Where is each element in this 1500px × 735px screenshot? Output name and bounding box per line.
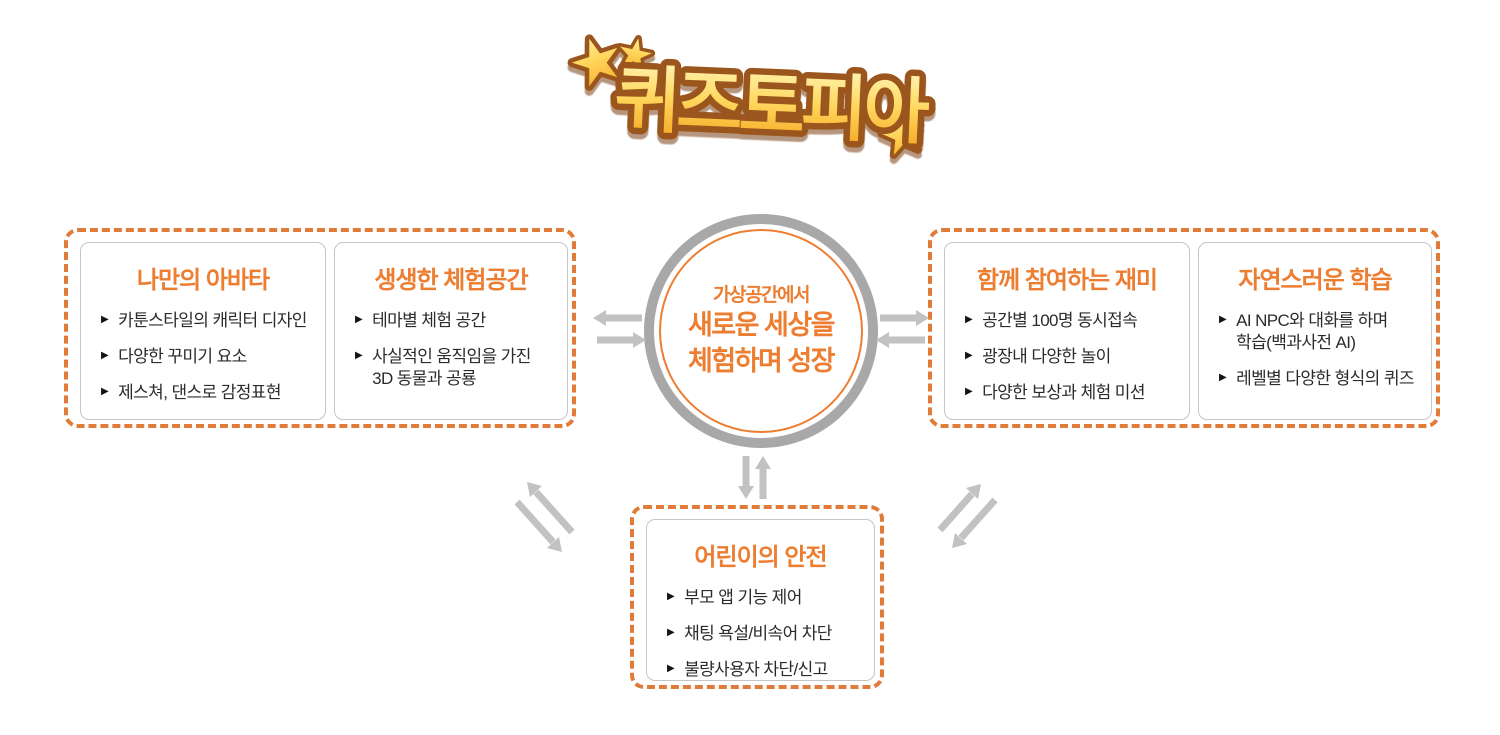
feature-text: 광장내 다양한 놀이 <box>982 346 1111 366</box>
feature-text: 부모 앱 기능 제어 <box>684 588 802 607</box>
feature-text: 제스쳐, 댄스로 감정표현 <box>118 382 281 402</box>
card-natural-learning: 자연스러운 학습 ▶ AI NPC와 대화를 하며 학습(백과사전 AI) ▶ 레벨별… <box>1198 242 1432 420</box>
feature-item: ▶ 공간별 100명 동시접속 <box>965 310 1181 332</box>
feature-text: 테마별 체험 공간 <box>372 311 486 330</box>
bullet-triangle-icon: ▶ <box>101 385 109 397</box>
card-title: 나만의 아바타 <box>136 267 270 294</box>
feature-text: 레벨별 다양한 형식의 퀴즈 <box>1236 368 1414 388</box>
quiztopia-logo: ★ ★ ★ 퀴즈토피아 <box>555 18 937 168</box>
core-line-2: 새로운 세상을 <box>687 309 836 340</box>
feature-list: ▶ 카툰스타일의 캐릭터 디자인 ▶ 다양한 꾸미기 요소 ▶ 제스쳐, 댄스로 감정표현 <box>81 295 325 403</box>
feature-item: ▶ 다양한 보상과 체험 미션 <box>965 382 1181 404</box>
bullet-triangle-icon: ▶ <box>1219 314 1227 325</box>
feature-item: ▶ 사실적인 움직임을 가진 3D 동물과 공룡 <box>355 346 559 390</box>
feature-text: 공간별 100명 동시접속 <box>982 311 1138 330</box>
feature-list: ▶ AI NPC와 대화를 하며 학습(백과사전 AI) ▶ 레벨별 다양한 형식의 … <box>1199 295 1431 389</box>
bullet-triangle-icon: ▶ <box>965 385 973 397</box>
feature-list: ▶ 공간별 100명 동시접속 ▶ 광장내 다양한 놀이 ▶ 다양한 보상과 체험 미션 <box>945 295 1189 403</box>
feature-item: ▶ 채팅 욕설/비속어 차단 <box>667 623 866 645</box>
feature-text: 사실적인 움직임을 가진 3D 동물과 공룡 <box>372 346 531 388</box>
star-icon: ★ <box>873 102 931 168</box>
feature-text: 다양한 보상과 체험 미션 <box>982 382 1145 402</box>
double-arrow-right-icon <box>876 310 929 348</box>
double-arrow-left-icon <box>593 310 646 348</box>
bullet-triangle-icon: ▶ <box>667 662 675 674</box>
feature-item: ▶ 다양한 꾸미기 요소 <box>101 346 317 368</box>
logo-title: 퀴즈토피아 <box>613 60 931 154</box>
double-arrow-diagonal-right-icon <box>937 484 998 548</box>
card-title: 함께 참여하는 재미 <box>977 267 1158 294</box>
core-line-3: 체험하며 성장 <box>687 345 836 376</box>
core-message-circle: 가상공간에서 새로운 세상을 체험하며 성장 <box>644 214 878 448</box>
card-title: 자연스러운 학습 <box>1238 267 1392 294</box>
feature-item: ▶ AI NPC와 대화를 하며 학습(백과사전 AI) <box>1219 310 1423 354</box>
feature-text: 카툰스타일의 캐릭터 디자인 <box>118 311 307 330</box>
feature-text: AI NPC와 대화를 하며 학습(백과사전 AI) <box>1236 311 1388 352</box>
bullet-triangle-icon: ▶ <box>101 314 109 325</box>
feature-text: 채팅 욕설/비속어 차단 <box>684 623 832 643</box>
bullet-triangle-icon: ▶ <box>355 314 363 325</box>
feature-list: ▶ 테마별 체험 공간 ▶ 사실적인 움직임을 가진 3D 동물과 공룡 <box>335 295 567 389</box>
feature-item: ▶ 제스쳐, 댄스로 감정표현 <box>101 382 317 404</box>
core-inner-ring: 가상공간에서 새로운 세상을 체험하며 성장 <box>659 229 863 433</box>
card-vivid-space: 생생한 체험공간 ▶ 테마별 체험 공간 ▶ 사실적인 움직임을 가진 3D 동물과 … <box>334 242 568 420</box>
feature-item: ▶ 불량사용자 차단/신고 <box>667 659 866 681</box>
bullet-triangle-icon: ▶ <box>667 626 675 638</box>
double-arrow-diagonal-left-icon <box>514 482 575 552</box>
bullet-triangle-icon: ▶ <box>965 349 973 361</box>
feature-text: 불량사용자 차단/신고 <box>684 659 828 679</box>
bullet-triangle-icon: ▶ <box>355 349 363 361</box>
feature-list: ▶ 부모 앱 기능 제어 ▶ 채팅 욕설/비속어 차단 ▶ 불량사용자 차단/신고 <box>647 572 874 680</box>
feature-item: ▶ 부모 앱 기능 제어 <box>667 587 866 609</box>
bullet-triangle-icon: ▶ <box>965 314 973 325</box>
bullet-triangle-icon: ▶ <box>1219 371 1227 383</box>
card-title: 어린이의 안전 <box>694 544 827 571</box>
feature-item: ▶ 카툰스타일의 캐릭터 디자인 <box>101 310 317 332</box>
card-child-safety: 어린이의 안전 ▶ 부모 앱 기능 제어 ▶ 채팅 욕설/비속어 차단 ▶ 불량사용자 차… <box>646 519 875 681</box>
bullet-triangle-icon: ▶ <box>667 591 675 602</box>
card-title: 생생한 체험공간 <box>374 267 528 294</box>
core-line-1: 가상공간에서 <box>713 284 810 306</box>
feature-item: ▶ 테마별 체험 공간 <box>355 310 559 332</box>
double-arrow-down-icon <box>738 456 771 499</box>
feature-item: ▶ 레벨별 다양한 형식의 퀴즈 <box>1219 368 1423 390</box>
group-fun-learning-right: 함께 참여하는 재미 ▶ 공간별 100명 동시접속 ▶ 광장내 다양한 놀이 ▶ 다양한… <box>928 228 1440 428</box>
group-experience-left: 나만의 아바타 ▶ 카툰스타일의 캐릭터 디자인 ▶ 다양한 꾸미기 요소 ▶ 제스쳐, … <box>64 228 576 428</box>
feature-item: ▶ 광장내 다양한 놀이 <box>965 346 1181 368</box>
group-child-safety: 어린이의 안전 ▶ 부모 앱 기능 제어 ▶ 채팅 욕설/비속어 차단 ▶ 불량사용자 차… <box>630 505 884 689</box>
bullet-triangle-icon: ▶ <box>101 349 109 361</box>
card-together-fun: 함께 참여하는 재미 ▶ 공간별 100명 동시접속 ▶ 광장내 다양한 놀이 ▶ 다양한… <box>944 242 1190 420</box>
feature-text: 다양한 꾸미기 요소 <box>118 346 247 366</box>
card-my-avatar: 나만의 아바타 ▶ 카툰스타일의 캐릭터 디자인 ▶ 다양한 꾸미기 요소 ▶ 제스쳐, … <box>80 242 326 420</box>
